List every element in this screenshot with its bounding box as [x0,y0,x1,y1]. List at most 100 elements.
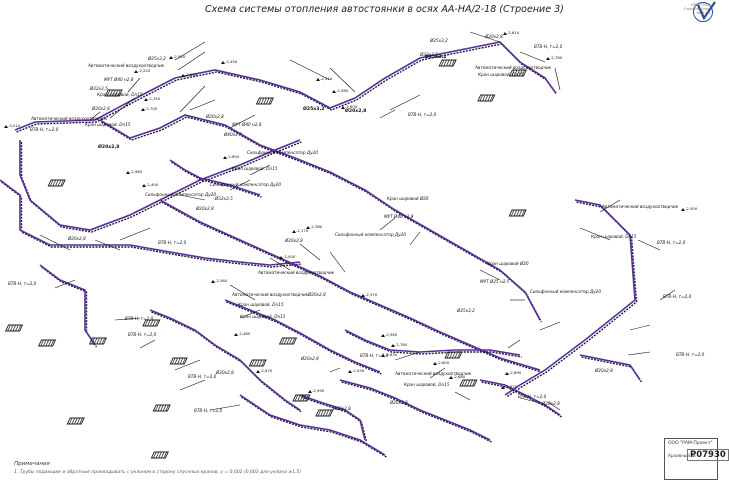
level-mark-icon-9 [503,32,507,35]
leader-line-29 [579,227,611,241]
level-mark-23: -2,560 [385,332,398,337]
leader-line-25 [479,269,501,281]
leader-line-13 [389,94,421,111]
leader-line-38 [429,367,446,379]
level-mark-icon-10 [546,57,550,60]
annotation-label-l3: МУТ Ø40 н2,8 [104,77,134,82]
radiator-fin-13-1 [253,360,258,366]
level-mark-24: -2,600 [437,360,450,365]
annotation-label-l28: Сильфонный компенсатор Ду20 [335,232,406,237]
annotation-label-l19: Ø40х3,7 [223,132,242,137]
radiator-fin-12-3 [162,405,167,411]
leader-line-7 [229,114,256,129]
radiator-fin-17-0 [446,352,451,358]
level-mark-18: -2,380 [310,224,323,229]
radiator-fin-13-2 [256,360,260,366]
radiator-fin-8-4 [50,340,55,346]
return-pipe-3 [1,181,302,268]
leader-line-15 [249,164,271,176]
leader-line-14 [379,109,396,119]
annotation-label-l30: Ø20х2,8 [284,238,303,243]
radiator-fin-16-2 [466,380,471,386]
radiator-fin-3-2 [446,60,450,66]
level-mark-icon-28 [348,370,352,373]
supply-pipe-9 [339,379,491,441]
radiator-fin-8-0 [40,340,44,346]
notes-heading: Примечания [14,461,50,467]
radiator-fin-19-3 [160,452,165,458]
leader-line-20 [299,243,321,261]
radiator-fin-18-4 [79,418,83,424]
radiator-fin-7-4 [17,325,22,331]
level-mark-12: -3,010 [8,123,21,128]
radiator-fin-22-4 [521,70,526,76]
radiator-fin-7-0 [7,325,11,331]
level-mark-25: -2,680 [453,374,466,379]
radiator-fin-11-3 [179,358,184,364]
radiator-fin-18-1 [71,418,76,424]
leader-line-4 [89,111,101,121]
level-mark-8: -2,580 [336,88,349,93]
radiator-fin-16-1 [464,380,468,386]
supply-pipe-12 [239,394,386,456]
level-mark-icon-8 [332,90,336,93]
radiator-fin-10-3 [152,320,156,326]
level-mark-icon-22 [391,344,395,347]
radiator-fin-10-0 [144,320,149,326]
annotation-label-l13: Кран шаровой, Dn15 [478,72,524,77]
leader-line-19 [94,239,121,251]
annotation-label-l59: Ø20х2,8 [594,368,613,373]
annotation-label-l60: ВТВ-Н, т=2,0 [676,352,705,357]
annotation-label-l37: МУТ Ø25 н2,5 [480,279,510,284]
leader-line-10 [469,31,501,43]
level-mark-11: -2,800 [345,104,358,109]
return-pipe-15 [301,396,368,443]
leader-line-11 [519,51,546,63]
annotation-label-l10: Ø20х2,8 [484,34,503,39]
notes-text: 1. Трубы подающие и обратные прокладыват… [14,470,301,475]
level-mark-icon-29 [256,370,260,373]
level-mark-icon-26 [505,372,509,375]
level-mark-icon-21 [381,354,385,357]
radiator-fin-10-4 [154,320,159,326]
level-mark-7: -2,510 [320,76,333,81]
level-mark-icon-1 [221,61,225,64]
level-mark-27: -2,570 [505,384,518,389]
radiator-fin-2-1 [482,95,486,101]
radiator-fin-9-4 [101,338,106,344]
annotation-label-l33: Автоматический воздухоотводчик [257,270,335,275]
radiator-fin-8-1 [42,340,47,346]
annotation-label-l36: Кран шаровой Ø20 [487,261,529,266]
leader-line-8 [289,59,331,81]
stamp-archive-label: Архивный № [668,453,696,458]
annotation-label-l55: ВТВ-Н, т=2,0 [663,294,692,299]
radiator-fin-7-1 [9,325,14,331]
level-mark-icon-20 [361,294,365,297]
radiator-fin-17-3 [454,352,459,358]
leader-line-30 [599,199,621,213]
level-mark-9: -2,610 [507,30,520,35]
radiator-fin-14-0 [294,395,299,401]
radiator-fin-23-4 [291,338,296,344]
radiator-fin-19-2 [158,452,162,458]
level-mark-icon-5 [141,108,145,111]
level-mark-30: -2,990 [312,388,325,393]
annotation-label-l25: Сильфонный компенсатор Ду20 [145,192,216,197]
radiator-fin-23-3 [288,338,293,344]
level-mark-22: -2,760 [395,342,408,347]
radiator-fin-0-2 [112,90,116,96]
leader-line-34 [659,289,676,301]
supply-pipe-0 [14,41,556,131]
supply-pipe-2 [19,139,301,231]
level-mark-1: -2,450 [225,59,238,64]
annotation-label-l17: Кран шаровой, Dn15 [85,122,131,127]
radiator-fin-11-0 [171,358,176,364]
title-stamp: ООО "РАМ-Проект" Архивный № Р07930 [664,438,729,480]
radiator-fin-18-2 [74,418,78,424]
annotation-label-l21: Кран шаровой, Dn15 [232,166,278,171]
stamp-organization: ООО "РАМ-Проект" [668,441,713,446]
radiator-fin-10-2 [149,320,154,326]
level-mark-19: -3,000 [283,254,296,259]
supply-pipe-5 [39,264,96,346]
leader-line-33 [627,351,651,356]
